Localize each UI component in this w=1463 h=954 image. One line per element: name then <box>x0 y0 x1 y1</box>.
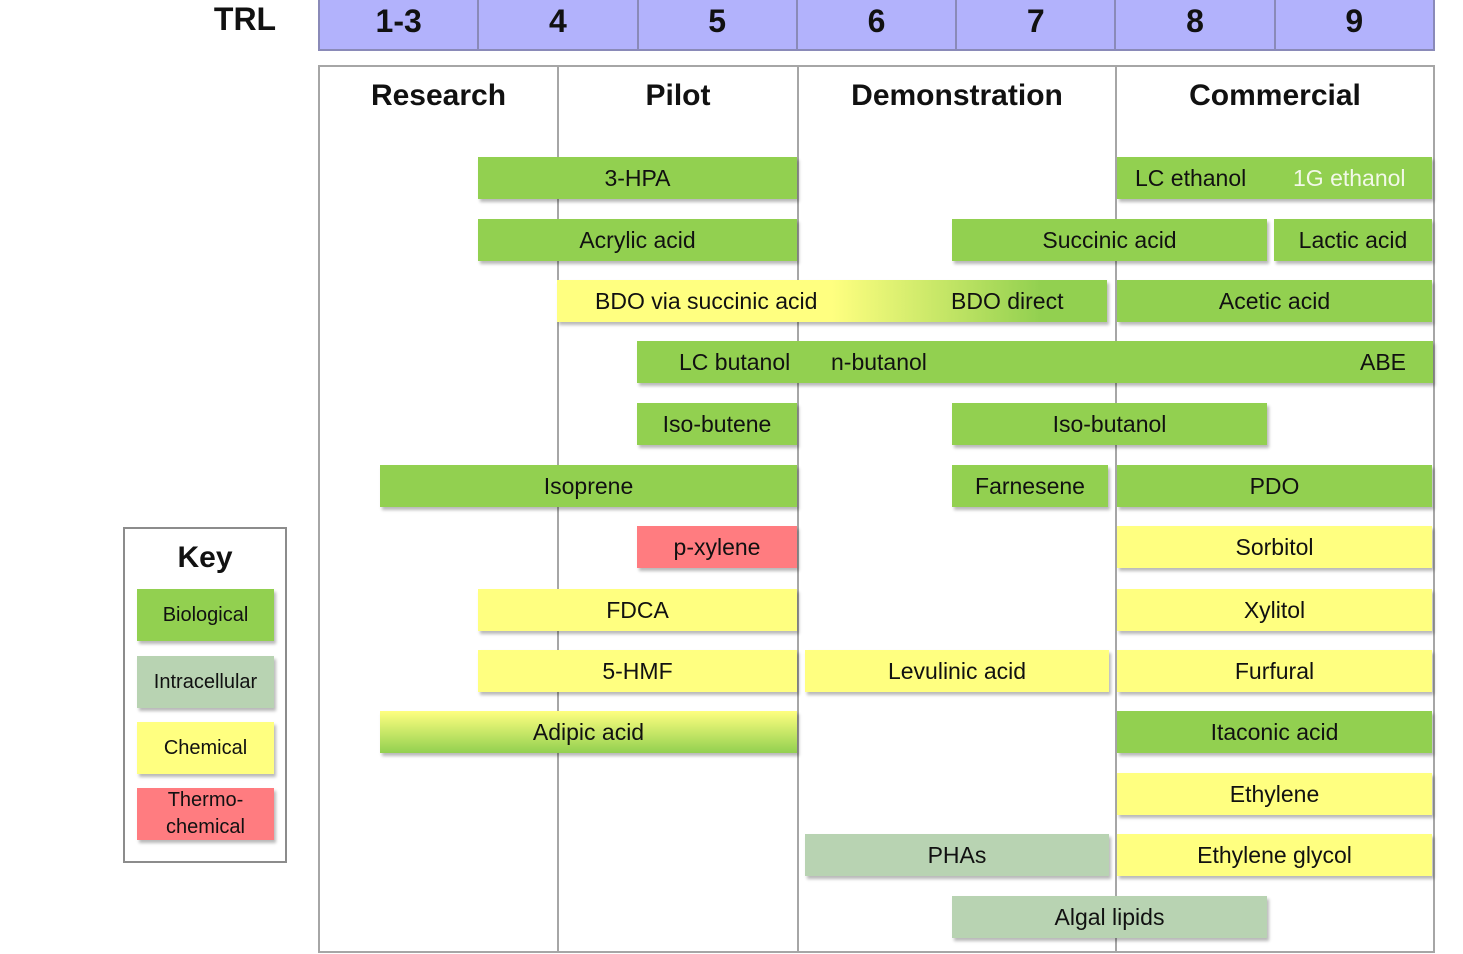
bar-ethanol: LC ethanol 1G ethanol <box>1117 157 1432 199</box>
trl-level-8: 8 <box>1116 0 1276 49</box>
trl-level-7: 7 <box>957 0 1117 49</box>
bar-5-hmf: 5-HMF <box>478 650 797 692</box>
stage-divider-demonstration-commercial <box>1115 66 1117 952</box>
stage-research: Research <box>370 79 507 112</box>
bar-adipic-acid: Adipic acid <box>380 711 797 753</box>
bar-phas: PHAs <box>805 834 1109 876</box>
stage-pilot: Pilot <box>645 79 711 112</box>
bar-ethylene: Ethylene <box>1117 773 1432 815</box>
key-thermochemical: Thermo- chemical <box>137 788 274 840</box>
stage-divider-pilot-demonstration <box>797 66 799 952</box>
key-title: Key <box>177 541 233 574</box>
trl-level-6: 6 <box>798 0 958 49</box>
bar-p-xylene: p-xylene <box>637 526 797 568</box>
bar-sorbitol: Sorbitol <box>1117 526 1432 568</box>
bar-itaconic-acid: Itaconic acid <box>1117 711 1432 753</box>
bar-abe-label: ABE <box>1360 348 1407 375</box>
stage-commercial: Commercial <box>1189 79 1361 112</box>
trl-level-4: 4 <box>479 0 639 49</box>
bar-iso-butanol: Iso-butanol <box>952 403 1267 445</box>
bar-xylitol: Xylitol <box>1117 589 1432 631</box>
bar-farnesene: Farnesene <box>952 465 1108 507</box>
bar-bdo-direct-label: BDO direct <box>951 287 1064 314</box>
key-chemical: Chemical <box>137 722 274 774</box>
bar-furfural: Furfural <box>1117 650 1432 692</box>
bar-levulinic-acid: Levulinic acid <box>805 650 1109 692</box>
bar-pdo: PDO <box>1117 465 1432 507</box>
key-biological: Biological <box>137 589 274 641</box>
bar-lc-butanol-label: LC butanol <box>679 348 791 375</box>
bar-butanol: LC butanol n-butanol ABE <box>637 341 1433 383</box>
bar-ethylene-glycol: Ethylene glycol <box>1117 834 1432 876</box>
bar-bdo: BDO via succinic acid BDO direct <box>557 280 1107 322</box>
bar-lactic-acid: Lactic acid <box>1274 219 1432 261</box>
bar-n-butanol-label: n-butanol <box>831 348 927 375</box>
bar-isoprene: Isoprene <box>380 465 797 507</box>
bar-acrylic-acid: Acrylic acid <box>478 219 797 261</box>
bar-algal-lipids: Algal lipids <box>952 896 1267 938</box>
bar-succinic-acid: Succinic acid <box>952 219 1267 261</box>
trl-level-9: 9 <box>1345 3 1364 39</box>
bar-bdo-via-succinic-label: BDO via succinic acid <box>595 287 818 314</box>
trl-header: 1-3 4 5 6 7 8 9 <box>318 0 1435 51</box>
trl-label: TRL <box>213 1 277 37</box>
trl-level-1-3: 1-3 <box>320 0 480 49</box>
stage-demonstration: Demonstration <box>851 79 1063 112</box>
bar-acetic-acid: Acetic acid <box>1117 280 1432 322</box>
trl-level-5: 5 <box>639 0 798 49</box>
key-intracellular: Intracellular <box>137 656 274 708</box>
stage-divider-research-pilot <box>557 66 559 952</box>
bar-1g-ethanol-label: 1G ethanol <box>1293 164 1406 191</box>
bar-iso-butene: Iso-butene <box>637 403 797 445</box>
bar-fdca: FDCA <box>478 589 797 631</box>
bar-lc-ethanol-label: LC ethanol <box>1135 164 1247 191</box>
bar-3-hpa: 3-HPA <box>478 157 797 199</box>
